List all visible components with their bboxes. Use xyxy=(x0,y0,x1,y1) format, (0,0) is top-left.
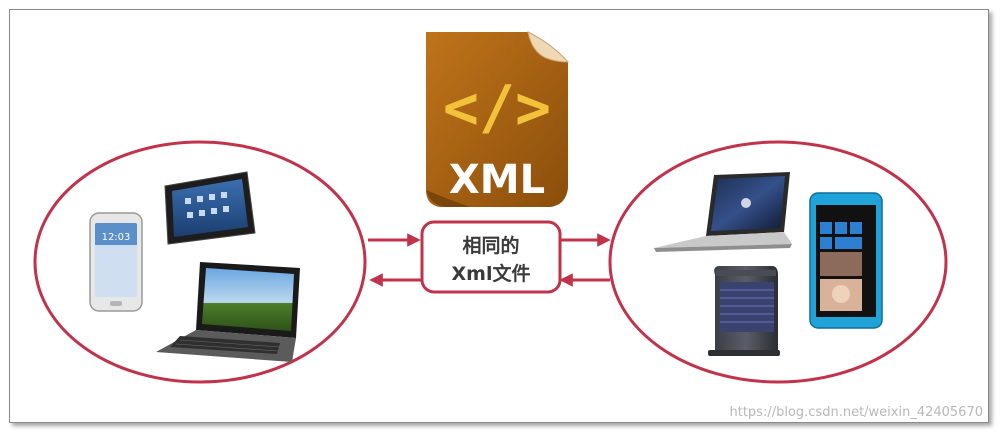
xml-file-title: XML xyxy=(449,157,545,203)
macbook-icon xyxy=(654,172,792,252)
server-icon xyxy=(708,266,780,356)
phone-clock: 12:03 xyxy=(102,232,131,243)
tablet-icon xyxy=(164,171,256,245)
shared-xml-label: 相同的 Xml文件 xyxy=(420,220,562,294)
windows-phone-icon xyxy=(809,192,883,329)
smartphone-icon: 12:03 xyxy=(89,212,143,312)
watermark-text: https://blog.csdn.net/weixin_42405670 xyxy=(729,405,983,420)
xml-file-icon: </> XML xyxy=(426,31,570,207)
right-device-group xyxy=(608,140,948,384)
code-brackets-icon: </> xyxy=(443,73,551,143)
netbook-icon xyxy=(156,262,300,362)
label-line-1: 相同的 xyxy=(462,234,519,257)
left-device-group xyxy=(33,140,367,384)
label-line-2: Xml文件 xyxy=(452,262,531,285)
